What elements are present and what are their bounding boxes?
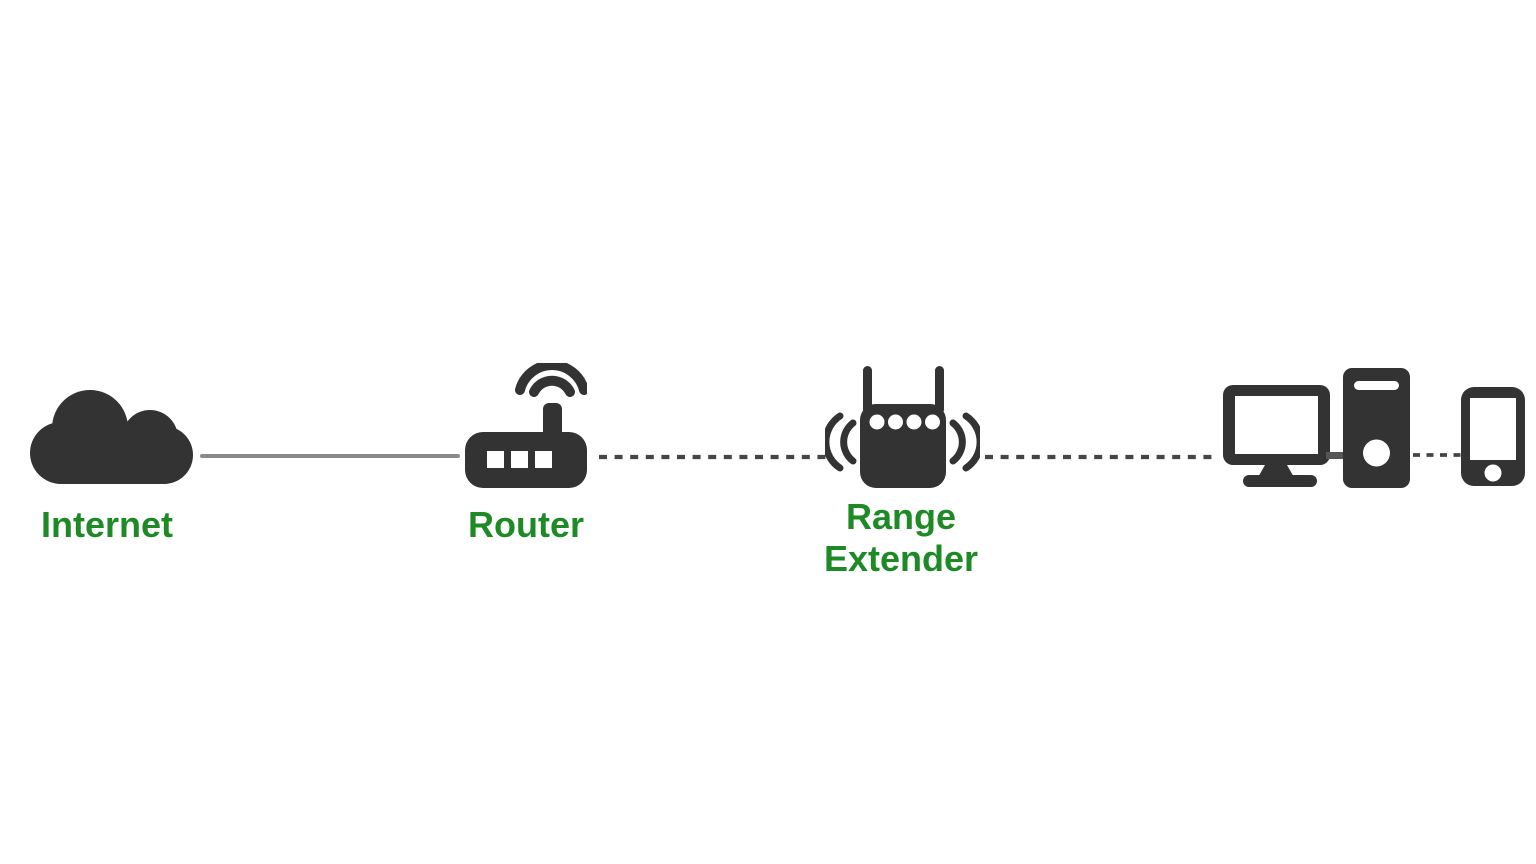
computer-tower-icon [1343, 368, 1410, 488]
wifi-router-icon [465, 363, 587, 488]
internet-label: Internet [40, 504, 173, 545]
client-devices-group [1223, 368, 1525, 488]
connection-router-extender [597, 454, 833, 460]
cloud-icon [30, 386, 195, 486]
connection-extender-devices [983, 454, 1215, 460]
desktop-monitor-icon [1223, 385, 1333, 487]
range-extender-label: Range Extender [823, 496, 979, 580]
range-extender-icon [825, 363, 980, 488]
monitor-tower-connector [1326, 452, 1346, 459]
smartphone-icon [1461, 387, 1525, 486]
connection-tower-phone [1412, 452, 1462, 458]
router-label: Router [468, 504, 584, 545]
connection-internet-router [200, 454, 460, 458]
